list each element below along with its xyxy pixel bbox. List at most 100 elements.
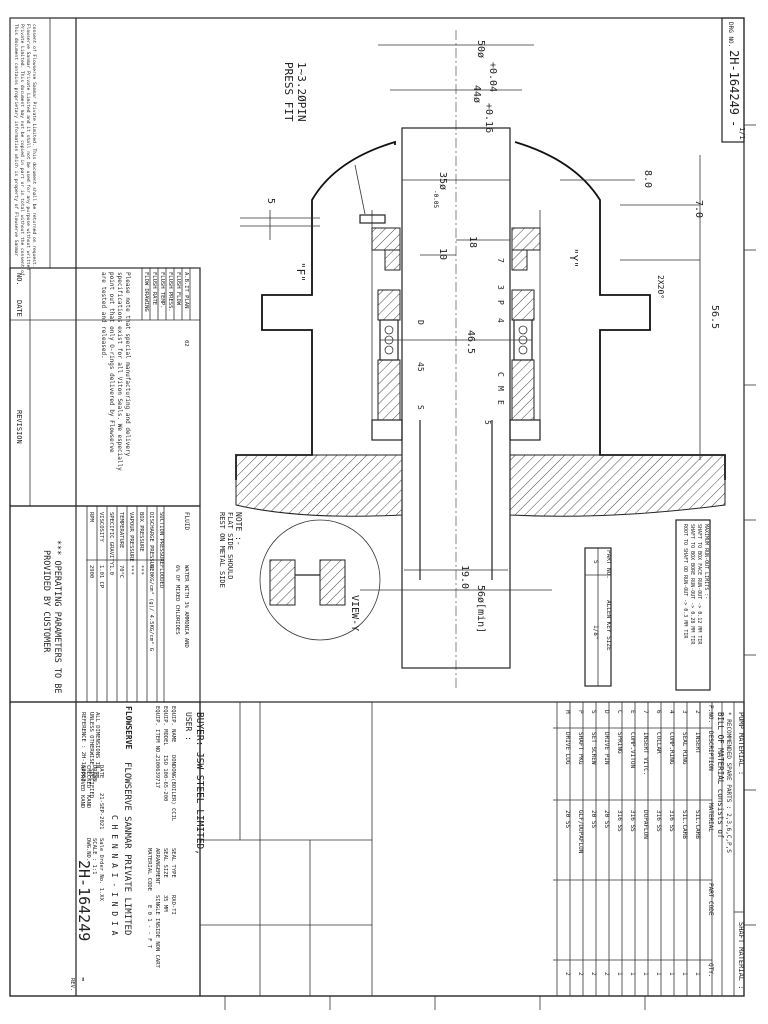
bom-desc: COLLAR <box>655 732 662 754</box>
runout-l3: SHAFT TO BOX BORE RUN-OUT -> 0.28 MM TIR <box>689 524 695 645</box>
pump-casing <box>235 140 726 480</box>
press-fit-pin <box>359 214 386 224</box>
runout-l1: MAXIMUM RUN-OUT LIMITS :- <box>703 524 709 599</box>
rev-no-label: NO. <box>15 273 23 286</box>
seal-size-value: 35 MM <box>162 895 168 912</box>
allen-key-header-part: PART NO. <box>605 550 612 579</box>
op-param-value: 1.01 CP <box>98 565 104 589</box>
bom-material: SIL.CARB <box>681 810 688 839</box>
seal-insert-left <box>371 227 401 251</box>
fluid-value-1: WATER WITH 3% AMMONIA AND <box>183 565 189 648</box>
part-balloon: E <box>496 400 505 405</box>
bom-pno: E <box>629 710 636 714</box>
bom-desc: DRIVE PIN <box>603 732 610 765</box>
bom-header: QTY. <box>707 963 714 977</box>
bom-pno: 2 <box>694 710 701 714</box>
bom-qty: 2 <box>590 972 597 976</box>
op-param-value: *** <box>138 565 144 575</box>
bom-pno: 3 <box>681 710 688 714</box>
bom-material: 316 SS <box>668 810 675 832</box>
allen-key-part: S <box>592 560 599 564</box>
runout-box <box>675 519 711 691</box>
bom-desc: DRIVE LUG <box>564 732 571 765</box>
bom-material: GLF/DUPAFLON <box>577 810 584 854</box>
dim-35: 35ø <box>437 172 448 190</box>
arrangement-label: ARRANGEMENT <box>154 848 160 885</box>
op-param-label: VAPOUR PRESSURE <box>128 512 134 562</box>
dwg-rev: - <box>75 975 91 983</box>
bom-desc: COMP.VITON <box>629 732 636 769</box>
part-balloon: M <box>496 386 505 391</box>
dim-56-min: 56ø[min] <box>475 585 486 633</box>
bom-header: DESCRIPTION <box>707 731 714 771</box>
bom-desc: INSERT VITC. <box>642 732 649 775</box>
dim-50: 50ø <box>475 40 486 58</box>
bom-qty: 2 <box>564 972 571 976</box>
bom-material: 316 SS <box>629 810 636 832</box>
fluid-value-2: 6% OF MIXED CHLORIDES <box>174 565 180 635</box>
scale: SCALE : 1:1 <box>91 838 97 874</box>
dim-10: 10 <box>437 248 448 260</box>
date-value: 21-SEP-2021 <box>98 793 104 829</box>
op-footer-2: PROVIDED BY CUSTOMER <box>41 550 51 653</box>
equip-item-label: EQUIP. ITEM NO. <box>154 706 160 756</box>
reference: REFERENCE : 2H-162062 <box>80 712 86 782</box>
flush-row-5: FLOW DRAWING <box>143 272 149 312</box>
dim-44: 44ø <box>471 85 482 103</box>
dim-5: 5 <box>265 198 276 204</box>
bom-pno: 6 <box>655 710 662 714</box>
flush-row-3: FLUSH TEMP. <box>159 272 165 308</box>
dwg-no: 2H-164249 <box>75 860 93 941</box>
op-param-value: 70°C <box>118 565 124 578</box>
checked-value: KAND <box>85 795 91 808</box>
part-balloon: 4 <box>496 318 505 323</box>
pump-material-label: PUMP MATERIAL : <box>737 712 745 775</box>
bom-pno: 7 <box>642 710 649 714</box>
bom-qty: 1 <box>655 972 662 976</box>
dim-8: 8.0 <box>642 170 653 188</box>
dim-19: 19.0 <box>459 565 470 589</box>
bom-qty: 2 <box>603 972 610 976</box>
operating-params-block <box>9 505 201 703</box>
bom-qty: 1 <box>629 972 636 976</box>
viton-note-4: are tested and released. <box>100 272 107 359</box>
sales-order: Sale Order No. 1.XX <box>98 838 104 902</box>
bom-header: MATERIAL <box>707 803 714 832</box>
part-balloon: C <box>496 372 505 377</box>
op-param-value: 6.0KG/cm² (g)/ 4.5KG/cm² G <box>148 565 155 651</box>
all-dims: ALL DIMENSIONS IN mm <box>94 712 100 779</box>
dim-angle: 2X20° <box>656 275 665 299</box>
drg-no-label: DRG NO. <box>727 22 734 47</box>
op-param-value: *** <box>128 565 134 575</box>
drg-no-box <box>721 17 745 143</box>
dim-press-fit-2: PRESS FIT <box>282 62 295 122</box>
runout-l4: ROOT TO SHAFT OD RUN-OUT -> 0.3 MM TIR <box>682 524 688 639</box>
user: USER : <box>184 712 193 741</box>
material-code-label: MATERIAL CODE <box>146 848 152 891</box>
allen-key-header-size: ALLEN KEY SIZE <box>605 600 612 651</box>
runout-l2: SHAFT TO BOX FACE RUN-OUT -> 0.12 MM TIR <box>696 524 702 645</box>
dim-7: 7.0 <box>693 200 704 218</box>
dim-tol-005: -0.05 <box>432 190 439 208</box>
arrangement-value: SINGLE INSIDE NON CART <box>154 895 160 969</box>
material-code-value: E 0 1 - - F T <box>146 905 152 949</box>
part-balloon: 3 <box>496 285 505 290</box>
confidential-l4: consent of Flowserve Sanmar Private Limi… <box>31 24 37 267</box>
op-param-label: VISCOSITY <box>98 512 104 542</box>
bom-material: 20 SS <box>564 810 571 828</box>
bom-material: 20 SS <box>603 810 610 828</box>
bom-pno: D <box>603 710 610 714</box>
dim-tol-004: +0.04 <box>487 62 498 92</box>
unless-specified: UNLESS OTHERWISE SPECIFIED <box>88 712 94 798</box>
op-param-label: SUCTION PRESSURE <box>158 512 164 565</box>
label-y: "Y" <box>567 248 580 268</box>
flush-row-2: FLUSH PRESS. <box>167 272 173 312</box>
seal-size-label: SEAL SIZE <box>162 848 168 878</box>
bom-qty: 1 <box>681 972 688 976</box>
approved-label: APPROVED <box>79 765 85 792</box>
bom-desc: COMP.RING <box>668 732 675 765</box>
seal-type-label: SEAL TYPE <box>170 848 176 878</box>
rev-label: REV. <box>69 978 75 991</box>
seal-insert-right <box>511 227 541 251</box>
confidential-l1: This document contains proprietary infor… <box>13 24 19 257</box>
